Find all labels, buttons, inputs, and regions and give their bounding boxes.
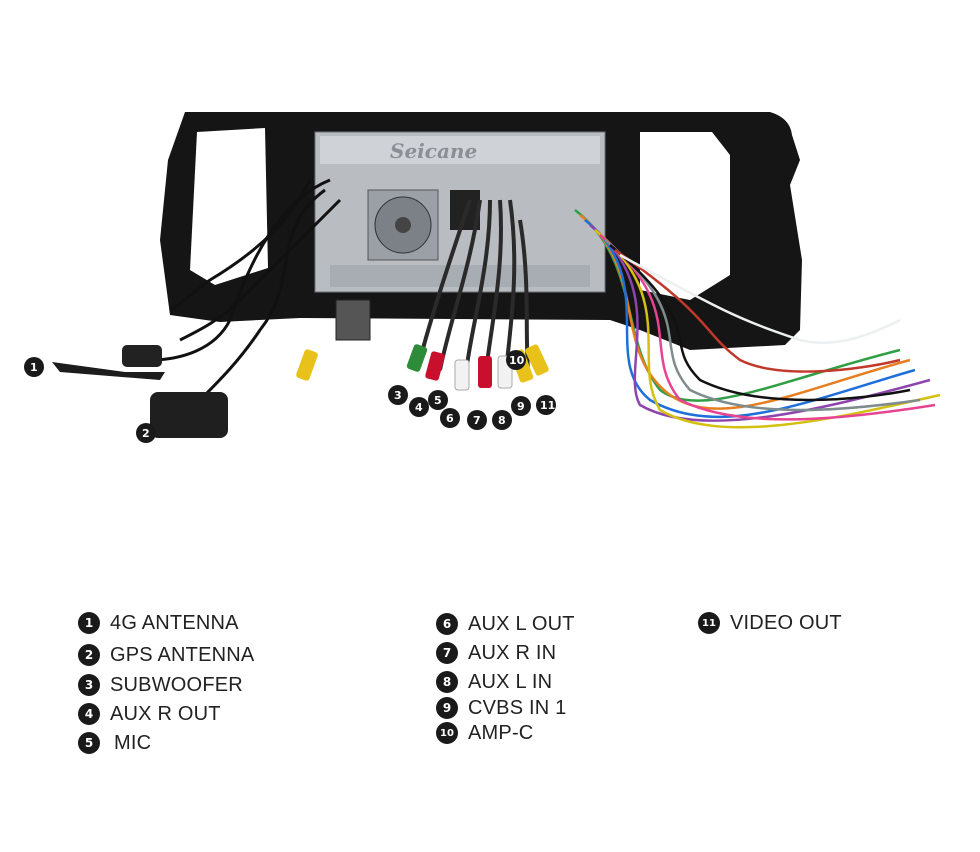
legend-item-subwoofer: 3 SUBWOOFER	[78, 673, 243, 697]
svg-text:2: 2	[142, 427, 150, 440]
number-badge: 6	[436, 613, 458, 635]
legend-label: CVBS IN 1	[468, 696, 567, 719]
number-badge: 3	[78, 674, 100, 696]
number-badge: 5	[78, 732, 100, 754]
number-badge: 4	[78, 703, 100, 725]
brand-logo: Seicane	[390, 139, 477, 163]
number-badge: 8	[436, 671, 458, 693]
svg-text:1: 1	[30, 361, 38, 374]
legend-label: AUX R IN	[468, 641, 557, 664]
svg-text:6: 6	[446, 412, 454, 425]
svg-text:8: 8	[498, 414, 506, 427]
number-badge: 1	[78, 612, 100, 634]
number-badge: 2	[78, 644, 100, 666]
wire-harness	[574, 209, 941, 429]
number-badge: 11	[698, 612, 720, 634]
head-unit: Seicane	[314, 131, 606, 293]
legend-item-4g-antenna: 1 4G ANTENNA	[78, 611, 239, 635]
svg-text:7: 7	[473, 414, 481, 427]
legend-label: AMP-C	[468, 721, 534, 744]
legend-item-mic: 5 MIC	[78, 731, 151, 755]
number-badge: 10	[436, 722, 458, 744]
gps-antenna	[150, 392, 228, 438]
legend-label: AUX L IN	[468, 670, 553, 693]
legend-label: SUBWOOFER	[110, 673, 243, 696]
legend-item-gps-antenna: 2 GPS ANTENNA	[78, 643, 254, 667]
legend-item-amp-c: 10 AMP-C	[436, 721, 533, 745]
legend-label: GPS ANTENNA	[110, 643, 255, 666]
legend-label: AUX R OUT	[110, 702, 221, 725]
legend-item-aux-r-out: 4 AUX R OUT	[78, 702, 221, 726]
svg-text:4: 4	[415, 401, 423, 414]
legend-label: VIDEO OUT	[730, 611, 842, 634]
legend-item-aux-l-out: 6 AUX L OUT	[436, 612, 575, 636]
svg-text:3: 3	[394, 389, 402, 402]
legend-item-aux-r-in: 7 AUX R IN	[436, 641, 556, 665]
legend-item-video-out: 11 VIDEO OUT	[698, 611, 842, 635]
antenna-cables	[149, 178, 342, 402]
legend-label: MIC	[114, 731, 152, 754]
number-badge: 7	[436, 642, 458, 664]
legend-label: AUX L OUT	[468, 612, 575, 635]
4g-antenna	[52, 345, 165, 380]
photo-callouts: 1 2 3 4 5 6 7 8 9 10 11	[24, 350, 556, 443]
legend-label: 4G ANTENNA	[110, 611, 239, 634]
svg-text:5: 5	[434, 394, 442, 407]
svg-text:9: 9	[517, 400, 525, 413]
legend-item-cvbs-in-1: 9 CVBS IN 1	[436, 696, 567, 720]
svg-text:10: 10	[509, 354, 525, 367]
legend-item-aux-l-in: 8 AUX L IN	[436, 670, 552, 694]
number-badge: 9	[436, 697, 458, 719]
product-photo: Seicane	[24, 112, 941, 443]
svg-text:11: 11	[540, 399, 555, 412]
